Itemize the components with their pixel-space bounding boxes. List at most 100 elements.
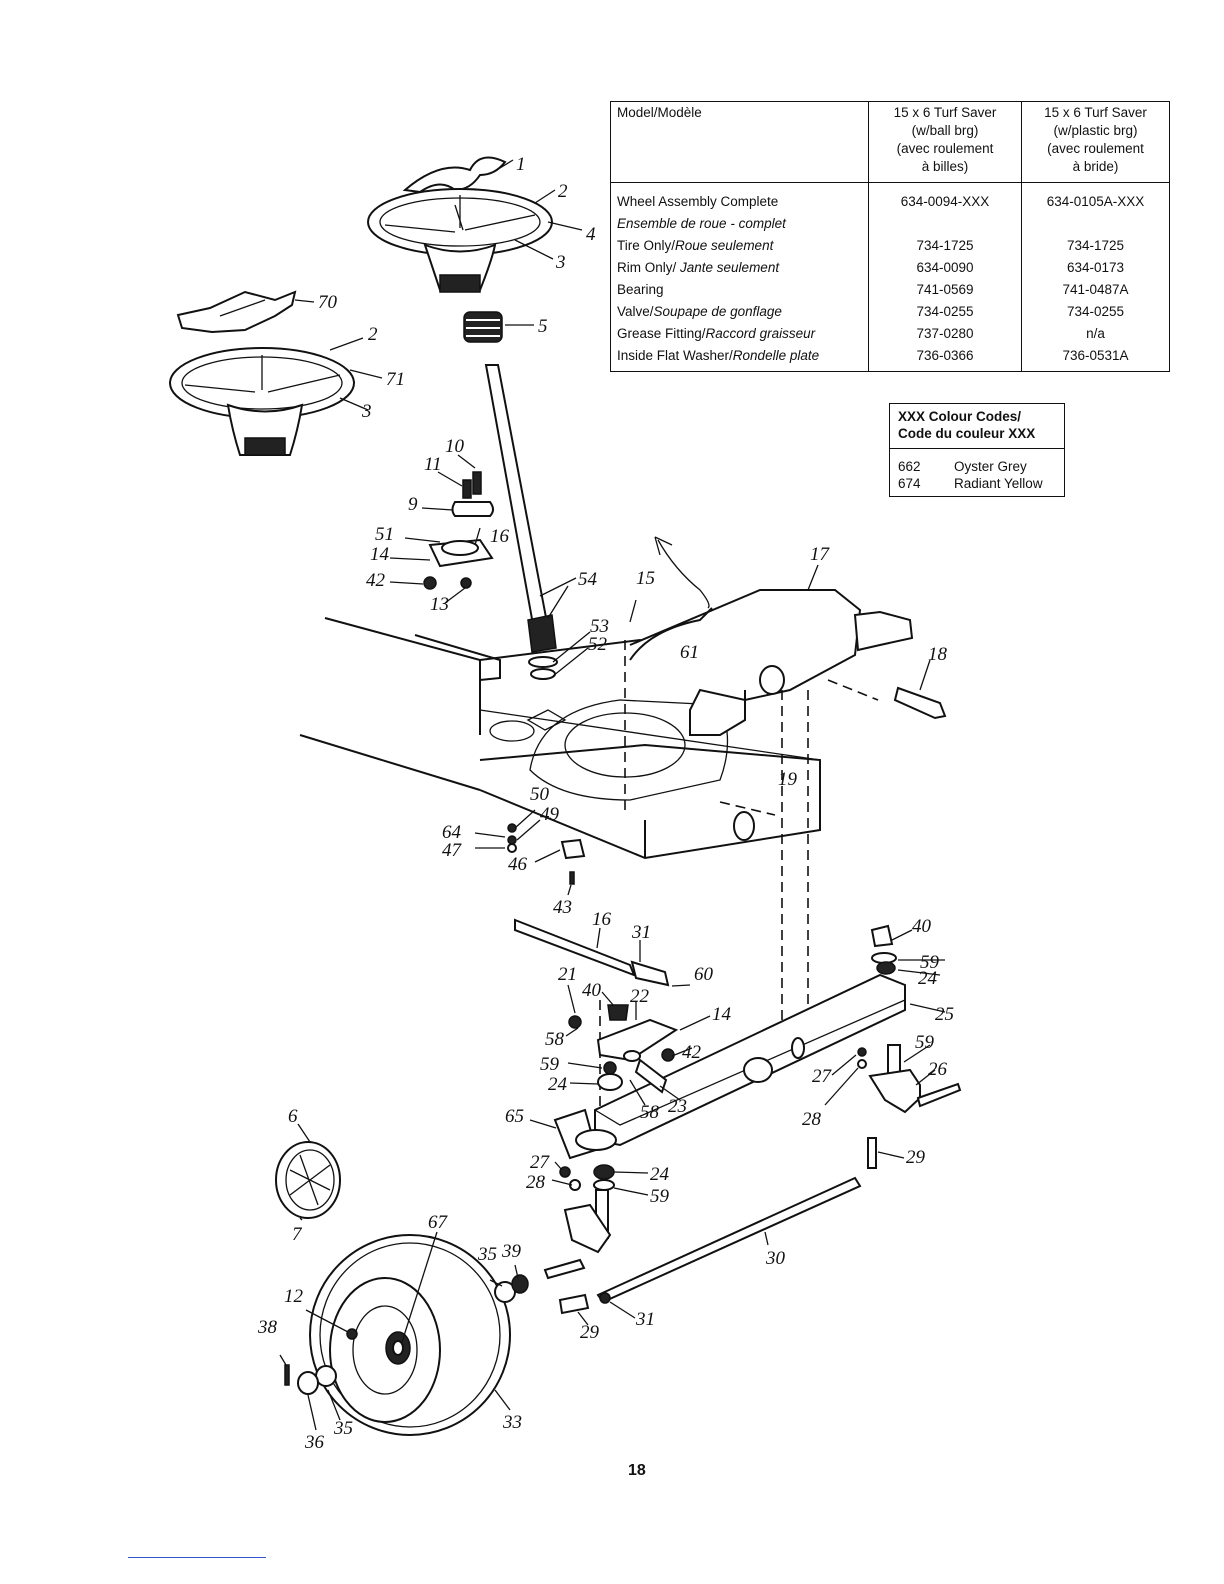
callout-21: 21 <box>558 964 577 985</box>
wheel-spec-table: Model/Modèle 15 x 6 Turf Saver (w/ball b… <box>610 101 1170 372</box>
model-header: Model/Modèle <box>610 101 869 183</box>
row-label: Rim Only/ Jante seulement <box>610 257 869 279</box>
table-row: Rim Only/ Jante seulement 634-0090 634-0… <box>610 257 1170 279</box>
steering-arm <box>568 1004 679 1094</box>
page-number: 18 <box>628 1462 646 1479</box>
colour-codes-box: XXX Colour Codes/ Code du couleur XXX 66… <box>889 403 1065 497</box>
callout-18: 18 <box>928 644 948 665</box>
callout-50: 50 <box>530 784 550 805</box>
col1-line: 15 x 6 Turf Saver <box>893 105 997 120</box>
drag-link <box>514 918 670 987</box>
callout-16: 16 <box>490 526 510 547</box>
callout-35b: 35 <box>333 1418 353 1439</box>
hub-cap <box>275 1141 341 1219</box>
callout-3: 3 <box>555 252 566 273</box>
callout-58b: 58 <box>640 1102 660 1123</box>
tie-rod <box>596 1137 877 1304</box>
right-spindle-top <box>870 924 897 975</box>
callout-59: 59 <box>540 1054 560 1075</box>
row-col2: n/a <box>1021 323 1170 345</box>
callout-30: 30 <box>765 1248 786 1269</box>
callout-71: 71 <box>386 369 405 390</box>
callout-53: 53 <box>590 616 609 637</box>
callout-24b: 24 <box>918 968 938 989</box>
steering-cap-alt <box>176 290 297 334</box>
callout-9: 9 <box>408 494 418 515</box>
callout-54: 54 <box>578 569 598 590</box>
colour-name: Radiant Yellow <box>954 476 1043 491</box>
callout-27: 27 <box>812 1066 833 1087</box>
row-col1 <box>868 213 1022 235</box>
colour-codes-title-line: Code du couleur XXX <box>898 426 1036 441</box>
callout-46: 46 <box>508 854 528 875</box>
callout-42: 42 <box>366 570 386 591</box>
callout-39: 39 <box>501 1241 522 1262</box>
callout-2b: 2 <box>368 324 378 345</box>
callout-11: 11 <box>424 454 442 475</box>
colour-code: 662 <box>898 459 921 474</box>
row-col1: 734-0255 <box>868 301 1022 323</box>
callout-labels: 1 2 3 4 5 70 2 71 3 10 11 9 51 16 14 42 … <box>257 154 954 1453</box>
frame-hardware <box>507 823 586 885</box>
right-spindle <box>857 1044 962 1114</box>
bracket-hardware <box>423 471 494 590</box>
table-row: Grease Fitting/Raccord graisseur 737-028… <box>610 323 1170 345</box>
callout-14b: 14 <box>712 1004 732 1025</box>
callout-65: 65 <box>505 1106 524 1127</box>
callout-59b: 59 <box>920 952 940 973</box>
table-row: Tire Only/Roue seulement 734-1725 734-17… <box>610 235 1170 257</box>
footer-rule <box>128 1557 266 1558</box>
col1-line: (w/ball brg) <box>911 123 979 138</box>
row-col1: 741-0569 <box>868 279 1022 301</box>
row-label: Valve/Soupape de gonflage <box>610 301 869 323</box>
row-col2: 734-0255 <box>1021 301 1170 323</box>
table-row: Inside Flat Washer/Rondelle plate 736-03… <box>610 345 1170 372</box>
callout-25: 25 <box>935 1004 954 1025</box>
steering-bellows <box>463 311 503 343</box>
callout-36: 36 <box>304 1432 325 1453</box>
row-col2: 734-1725 <box>1021 235 1170 257</box>
callout-31b: 31 <box>635 1309 655 1330</box>
row-col1: 634-0094-XXX <box>868 182 1022 213</box>
callout-61: 61 <box>680 642 699 663</box>
callout-2: 2 <box>558 181 568 202</box>
callout-28b: 28 <box>526 1172 546 1193</box>
spec-table-header: Model/Modèle 15 x 6 Turf Saver (w/ball b… <box>610 101 1170 183</box>
callout-60: 60 <box>694 964 714 985</box>
callout-26: 26 <box>928 1059 948 1080</box>
callout-64: 64 <box>442 822 462 843</box>
steering-shaft <box>484 364 558 680</box>
direction-arrow <box>657 539 710 609</box>
row-col2: 634-0105A-XXX <box>1021 182 1170 213</box>
row-label: Bearing <box>610 279 869 301</box>
callout-24: 24 <box>548 1074 568 1095</box>
callout-13: 13 <box>430 594 449 615</box>
callout-31: 31 <box>631 922 651 943</box>
table-row: Wheel Assembly Complete 634-0094-XXX 634… <box>610 182 1170 213</box>
colour-code-row: 674 Radiant Yellow <box>890 475 1064 492</box>
colour-code: 674 <box>898 476 921 491</box>
callout-1: 1 <box>516 154 526 175</box>
callout-47: 47 <box>442 840 463 861</box>
callout-40: 40 <box>582 980 602 1001</box>
row-col2: 736-0531A <box>1021 345 1170 372</box>
steering-wheel-cap <box>402 156 507 194</box>
row-col1: 634-0090 <box>868 257 1022 279</box>
leader-lines <box>279 159 946 1431</box>
steering-wheel-lower <box>169 347 355 456</box>
callout-27b: 27 <box>530 1152 551 1173</box>
row-label: Wheel Assembly Complete <box>610 182 869 213</box>
callout-22: 22 <box>630 986 650 1007</box>
row-label: Inside Flat Washer/Rondelle plate <box>610 345 869 372</box>
callout-14: 14 <box>370 544 390 565</box>
callout-38: 38 <box>257 1317 278 1338</box>
wheel-hardware <box>284 1274 529 1395</box>
callout-59c: 59 <box>915 1032 935 1053</box>
callout-29: 29 <box>906 1147 926 1168</box>
front-wheel <box>309 1234 511 1436</box>
callout-67: 67 <box>428 1212 449 1233</box>
row-col1: 737-0280 <box>868 323 1022 345</box>
row-label: Ensemble de roue - complet <box>610 213 869 235</box>
callout-4: 4 <box>586 224 596 245</box>
callout-10: 10 <box>445 436 465 457</box>
